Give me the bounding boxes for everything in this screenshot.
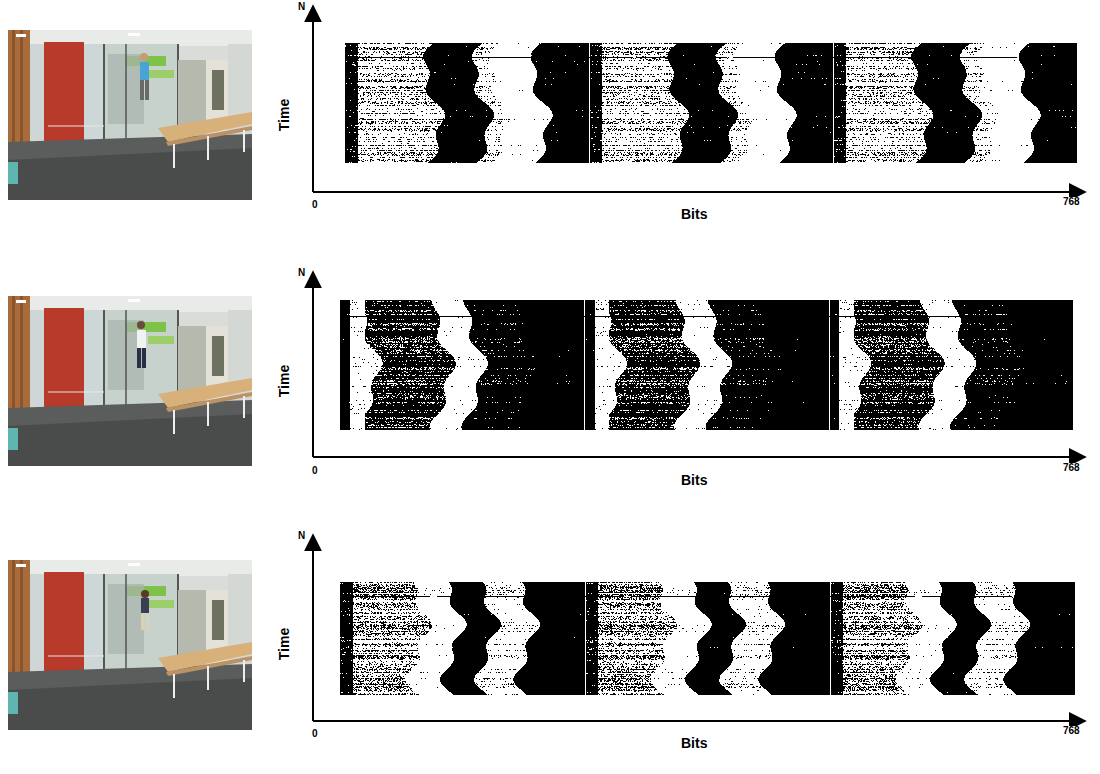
axis-title: Bits <box>680 473 708 487</box>
axis-title: Time <box>277 98 291 132</box>
axis-end-label: N <box>297 2 306 12</box>
tick-label: 768 <box>1062 463 1081 473</box>
axis-title: Time <box>277 364 291 398</box>
axis-title: Time <box>277 627 291 661</box>
axis-title: Bits <box>680 736 708 750</box>
tick-label: 0 <box>311 200 319 210</box>
tick-label: 768 <box>1062 726 1081 736</box>
axis-end-label: N <box>297 531 306 541</box>
tick-label: 0 <box>311 466 319 476</box>
bit-raster <box>340 300 1073 430</box>
tick-label: 0 <box>311 729 319 739</box>
bit-raster <box>340 582 1075 695</box>
bit-raster <box>345 43 1077 163</box>
axis-title: Bits <box>680 207 708 221</box>
tick-label: 768 <box>1062 197 1081 207</box>
axis-lines <box>313 6 1085 721</box>
photo-frame <box>8 296 252 466</box>
axis-end-label: N <box>297 268 306 278</box>
photo-frame <box>8 30 252 200</box>
photo-frame <box>8 560 252 730</box>
